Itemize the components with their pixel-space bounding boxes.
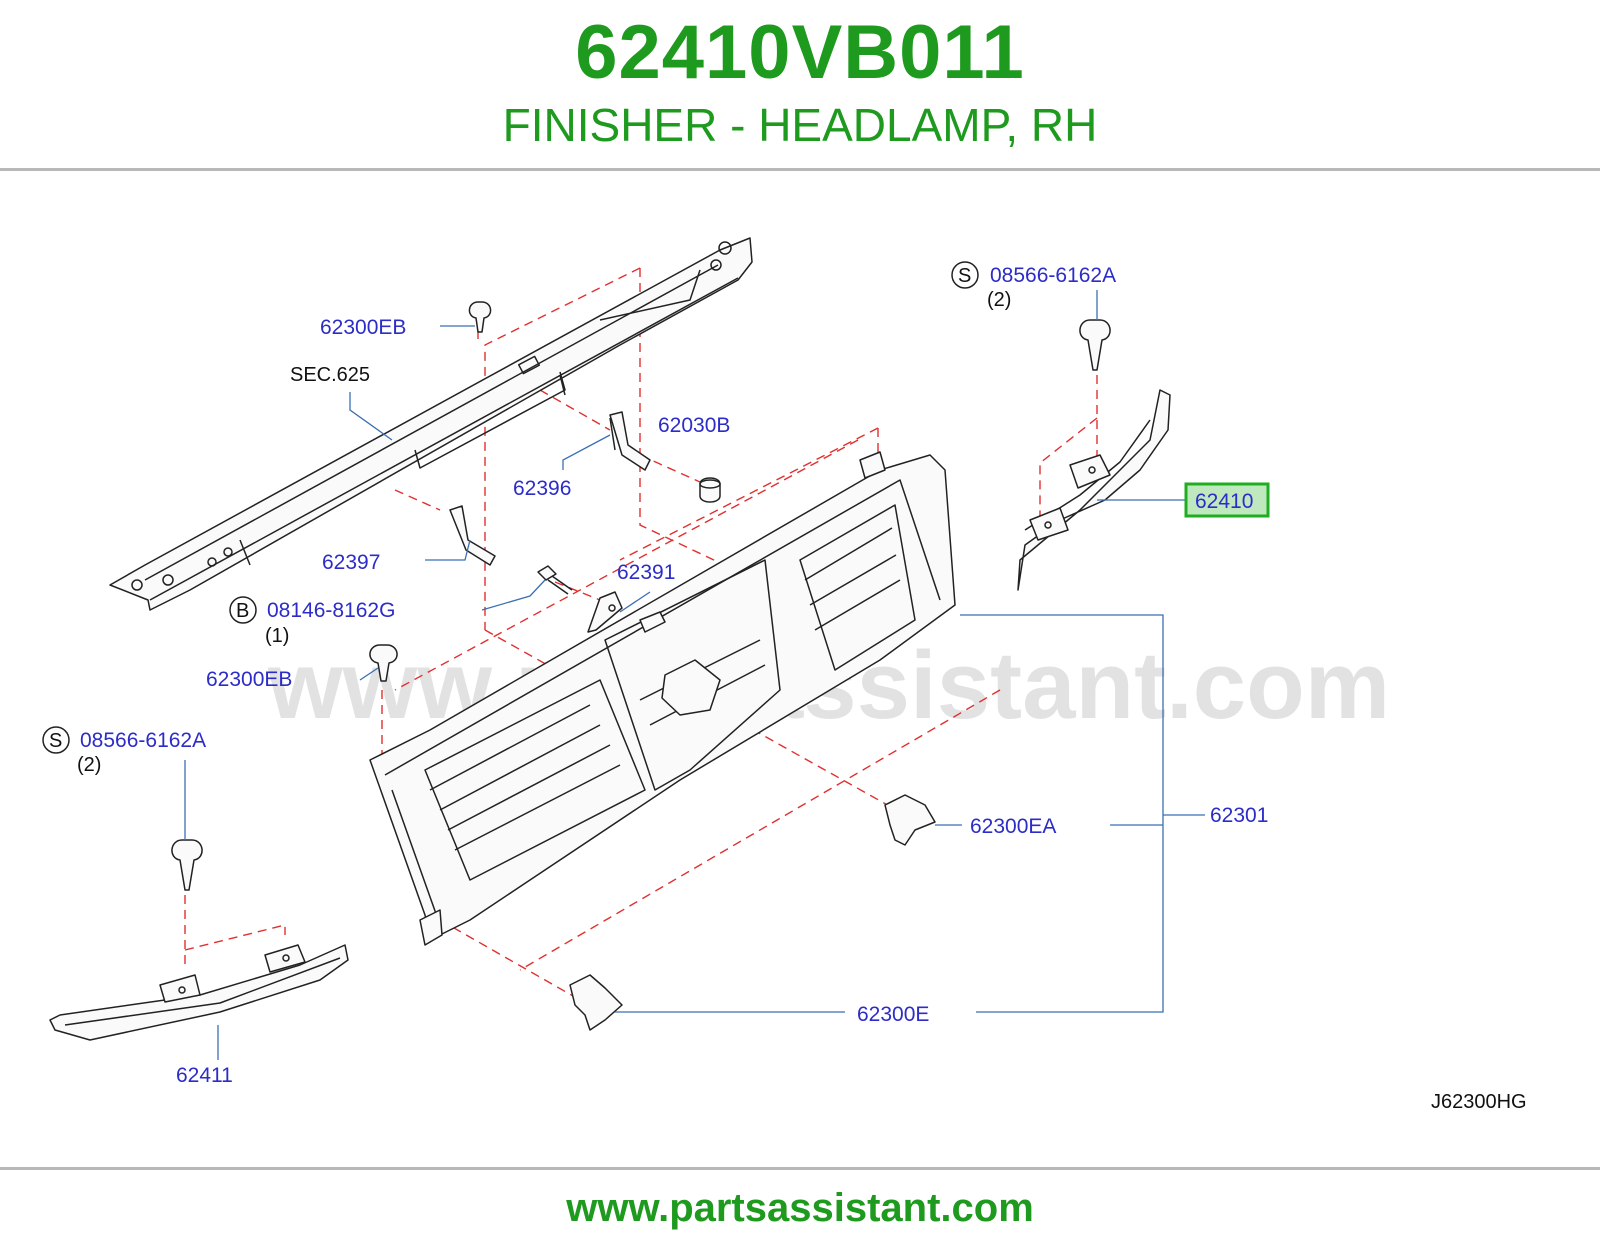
clip-62391	[587, 591, 623, 633]
callout-62411: 62411	[176, 1064, 233, 1087]
callout-62300eb-mid: 62300EB	[206, 668, 292, 691]
finisher-headlamp-lh-62411	[49, 944, 349, 1041]
clip-62300eb-mid	[369, 644, 398, 682]
callout-62391: 62391	[617, 561, 675, 584]
callout-62396: 62396	[513, 477, 571, 500]
callout-08146-qty: (1)	[265, 625, 289, 647]
header-divider	[0, 168, 1600, 171]
callout-62397: 62397	[322, 551, 380, 574]
callout-08146-prefix: B	[236, 600, 249, 622]
callout-s-top-prefix: S	[958, 265, 971, 287]
header: 62410VB011 FINISHER - HEADLAMP, RH	[0, 0, 1600, 170]
callout-sec625: SEC.625	[290, 364, 370, 386]
callout-62410: 62410	[1195, 490, 1253, 513]
leader-lines	[184, 290, 1205, 1060]
callout-08566-left-qty: (2)	[77, 754, 101, 776]
diagram-code: J62300HG	[1431, 1091, 1527, 1113]
footer-url-link[interactable]: www.partsassistant.com	[566, 1186, 1034, 1230]
finisher-headlamp-rh-62410	[1017, 389, 1171, 591]
bracket-62396	[609, 411, 651, 471]
clip-62300eb-top	[468, 301, 492, 333]
callout-08566-top-qty: (2)	[987, 289, 1011, 311]
callout-62300e: 62300E	[857, 1003, 929, 1026]
bracket-62397	[449, 505, 496, 566]
prefix-b-circle	[229, 596, 257, 624]
prefix-s-circle-top	[951, 261, 979, 289]
grommet-62030b	[699, 477, 721, 503]
callout-62301: 62301	[1210, 804, 1268, 827]
radiator-core-support	[109, 237, 753, 611]
bolt-08146	[537, 565, 573, 595]
callout-62300eb-top: 62300EB	[320, 316, 406, 339]
clip-62300e	[569, 974, 623, 1031]
callout-62030b: 62030B	[658, 414, 730, 437]
clip-62300ea	[884, 794, 936, 846]
part-number-title: 62410VB011	[575, 10, 1025, 95]
callout-s-left-prefix: S	[49, 730, 62, 752]
callout-08146: 08146-8162G	[267, 599, 395, 622]
screw-08566-left	[171, 839, 203, 891]
prefix-s-circle-left	[42, 726, 70, 754]
grille-62301	[369, 451, 956, 946]
footer-divider	[0, 1167, 1600, 1170]
callout-08566-top: 08566-6162A	[990, 264, 1116, 287]
parts-diagram: www.partsassistant.com	[42, 237, 1527, 1113]
part-description: FINISHER - HEADLAMP, RH	[502, 99, 1098, 151]
callout-62300ea: 62300EA	[970, 815, 1056, 838]
highlight-box-62410[interactable]	[1184, 482, 1270, 518]
callout-08566-left: 08566-6162A	[80, 729, 206, 752]
screw-08566-right	[1079, 319, 1111, 371]
